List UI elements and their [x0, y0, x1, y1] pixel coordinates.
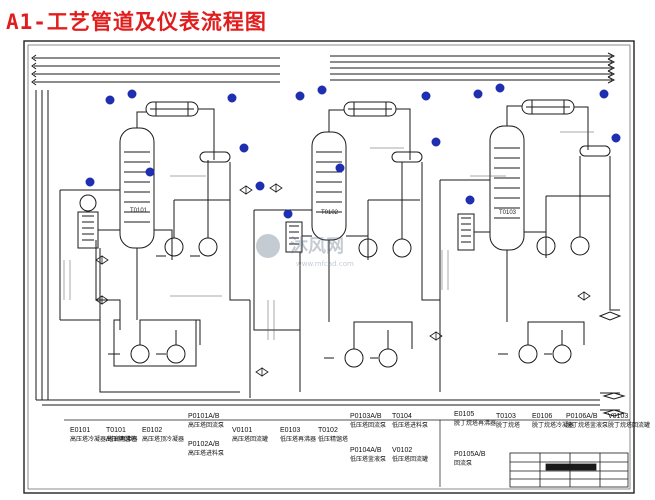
column-tags: T0101 T0102 T0103 [130, 208, 517, 216]
column-tag-t0103: T0103 [499, 210, 517, 216]
watermark-text: 沐风网 [290, 235, 344, 257]
pump-p0105b [570, 236, 590, 256]
pump-p0102a [130, 344, 150, 364]
equipment-description: 高压塔回流罐 [232, 435, 268, 443]
instrument-bubbles [85, 83, 621, 219]
equipment-description: 高压塔进料泵 [188, 449, 224, 457]
equipment-code: V0102 [392, 447, 412, 454]
equipment-description: 高压塔冷凝器/塔底再沸器 [70, 435, 138, 443]
equipment-code: E0102 [142, 427, 162, 434]
equipment-code: P0102A/B [188, 441, 220, 448]
column-t0102 [311, 131, 347, 241]
equipment-description: 脱丁烷塔 [496, 421, 520, 429]
utility-headers-right [330, 52, 616, 84]
equipment-description: 低压塔再沸器 [280, 435, 316, 443]
reflux-drum-v0103 [579, 145, 611, 157]
equipment-code: P0106A/B [566, 413, 598, 420]
equipment-code: V0101 [232, 427, 252, 434]
equipment-code: T0101 [106, 427, 126, 434]
pump-p0102b [166, 344, 186, 364]
watermark-subtext: www.mfcad.com [296, 260, 354, 268]
pump-p0101b [198, 237, 218, 257]
reflux-drum-v0101 [199, 151, 231, 163]
column-tag-t0102: T0102 [321, 210, 339, 216]
equipment-code: E0106 [532, 413, 552, 420]
equipment-description: 低压塔回流罐 [392, 455, 428, 463]
pump-p0106b [552, 344, 572, 364]
equipment-code: E0105 [454, 411, 474, 418]
equipment-description: 低压塔进料泵 [392, 421, 428, 429]
equipment-code: E0103 [280, 427, 300, 434]
equipment-code: T0103 [496, 413, 516, 420]
pump-p0104b [378, 348, 398, 368]
pump-p0101a [164, 237, 184, 257]
equipment-code: P0101A/B [188, 413, 220, 420]
drawing-frame [23, 40, 635, 494]
equipment-description: 高压塔回流泵 [188, 421, 224, 429]
equipment-description: 脱丁烷塔再沸器 [454, 419, 496, 427]
column-t0101-group [59, 101, 250, 393]
column-t0101 [119, 127, 155, 249]
legend-rules [64, 419, 630, 487]
equipment-description: 脱丁烷塔冷凝器 [532, 421, 574, 429]
equipment-description: 低压塔釜液泵 [350, 455, 386, 463]
equipment-code: T0104 [392, 413, 412, 420]
left-feed-lines [35, 90, 49, 400]
line-number-marks [63, 131, 594, 340]
equipment-description: 脱丁烷塔回流罐 [608, 421, 650, 429]
equipment-description: 低压塔回流泵 [350, 421, 386, 429]
pump-p0106a [518, 344, 538, 364]
equipment-description: 高压精馏塔 [106, 435, 136, 443]
column-tag-t0101: T0101 [130, 208, 148, 214]
pump-p0103b [392, 238, 412, 258]
equipment-description: 回流泵 [454, 459, 472, 467]
equipment-description: 脱丁烷塔釜液泵 [566, 421, 608, 429]
equipment-code: P0104A/B [350, 447, 382, 454]
equipment-code: P0105A/B [454, 451, 486, 458]
control-valves [95, 183, 591, 377]
equipment-code: T0102 [318, 427, 338, 434]
exchanger-e0103 [285, 221, 303, 253]
utility-headers-left [31, 54, 280, 86]
equipment-code: E0101 [70, 427, 90, 434]
exchanger-e0101 [77, 211, 99, 249]
drawing-inner-frame [27, 44, 631, 490]
equipment-code: P0103A/B [350, 413, 382, 420]
column-t0102-group [249, 101, 440, 398]
equipment-description: 高压塔顶冷凝器 [142, 435, 184, 443]
column-t0103-group [439, 99, 622, 392]
exchanger-e0105 [457, 213, 475, 251]
equipment-description: 低压精馏塔 [318, 435, 348, 443]
reflux-drum-v0102 [391, 151, 423, 163]
equipment-code: V0103 [608, 413, 628, 420]
drawing-title: A1-工艺管道及仪表流程图 [6, 10, 267, 34]
pump-p0104a [344, 348, 364, 368]
title-block [509, 452, 629, 488]
watermark: 沐风网 www.mfcad.com [256, 234, 354, 268]
